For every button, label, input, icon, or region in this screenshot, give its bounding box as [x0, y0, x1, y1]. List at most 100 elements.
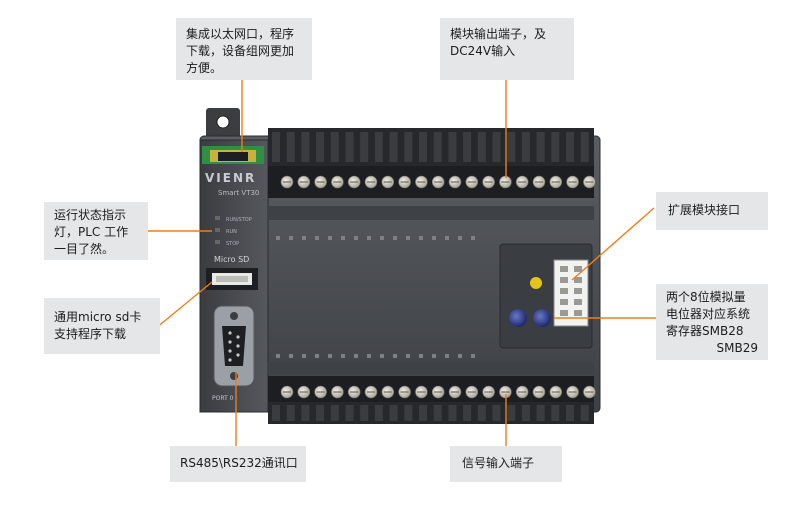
db9-serial-port	[213, 305, 255, 387]
callout-ethernet-line-1: 集成以太网口，程序	[186, 27, 295, 41]
port-label: PORT 0	[212, 395, 234, 402]
cover-rib	[404, 405, 413, 421]
io-led	[315, 354, 319, 358]
io-led	[458, 236, 462, 240]
cover-rib	[448, 405, 457, 421]
callout-serial-line-1: RS485\RS232通讯口	[180, 456, 298, 470]
callout-pot-line-4: SMB29	[716, 341, 758, 355]
callout-output-line-1: 模块输出端子，及	[450, 27, 547, 41]
expansion-pin	[574, 277, 582, 283]
cover-rib	[330, 405, 339, 421]
cover-rib	[404, 132, 413, 162]
io-led	[445, 236, 449, 240]
cover-rib	[477, 405, 486, 421]
io-led	[471, 354, 475, 358]
cover-rib	[448, 132, 457, 162]
io-label-bar	[268, 206, 594, 220]
cover-rib	[316, 132, 325, 162]
expansion-pin	[560, 299, 568, 305]
io-led	[458, 354, 462, 358]
io-led	[406, 354, 410, 358]
expansion-pin	[560, 310, 568, 316]
callout-ethernet-line-2: 下载，设备组网更加	[186, 44, 295, 58]
callout-pot-line-3: 寄存器SMB28	[666, 324, 744, 338]
expansion-pin	[574, 299, 582, 305]
io-led	[302, 236, 306, 240]
cover-rib	[507, 132, 516, 162]
cover-rib	[566, 132, 574, 162]
cover-rib	[316, 405, 325, 421]
io-led	[341, 236, 345, 240]
callout-micro-sd: 通用micro sd卡 支持程序下载	[44, 298, 160, 354]
cover-rib	[521, 132, 530, 162]
callout-expansion: 扩展模块接口	[656, 192, 768, 230]
status-led-panel: RUN/STOP RUN STOP	[215, 216, 252, 247]
cover-rib	[551, 405, 560, 421]
cover-rib	[374, 405, 383, 421]
callout-output-terminals: 模块输出端子，及 DC24V输入	[440, 18, 574, 80]
callout-ethernet: 集成以太网口，程序 下载，设备组网更加 方便。	[176, 18, 312, 80]
cover-rib	[580, 405, 589, 421]
callout-input-terminals: 信号输入端子	[450, 446, 562, 482]
io-led	[315, 236, 319, 240]
io-led	[432, 354, 436, 358]
io-led	[276, 354, 280, 358]
cover-rib	[463, 132, 472, 162]
io-led	[393, 354, 397, 358]
io-led	[302, 354, 306, 358]
callout-serial-port: RS485\RS232通讯口	[170, 446, 306, 482]
expansion-pin	[560, 266, 568, 272]
io-led	[419, 236, 423, 240]
cover-rib	[330, 132, 339, 162]
cover-rib	[301, 132, 310, 162]
cover-rib	[463, 405, 472, 421]
cover-rib	[389, 405, 398, 421]
cover-rib	[345, 405, 354, 421]
io-led	[354, 236, 358, 240]
cover-rib	[477, 132, 486, 162]
callout-pot-line-1: 两个8位模拟量	[666, 290, 746, 304]
callout-output-line-2: DC24V输入	[450, 44, 516, 58]
io-led	[289, 354, 293, 358]
io-led	[276, 236, 280, 240]
cover-rib	[580, 132, 589, 162]
expansion-pin	[574, 266, 582, 272]
callout-sd-line-1: 通用micro sd卡	[54, 310, 142, 324]
cover-rib	[360, 405, 369, 421]
led-label-run: RUN	[226, 229, 237, 235]
callout-potentiometer: 两个8位模拟量 电位器对应系统 寄存器SMB28 SMB29	[656, 284, 768, 360]
cover-rib	[536, 405, 545, 421]
model-label: Smart VT30	[218, 189, 259, 197]
ethernet-port	[202, 146, 264, 164]
cover-rib	[272, 405, 280, 421]
cover-rib	[536, 132, 545, 162]
callout-status-line-3: 一目了然。	[54, 242, 115, 256]
io-led	[289, 236, 293, 240]
cover-rib	[507, 405, 516, 421]
cover-rib	[551, 132, 560, 162]
io-led	[328, 236, 332, 240]
expansion-pin	[574, 310, 582, 316]
expansion-pin	[560, 277, 568, 283]
top-terminal-cover	[268, 128, 594, 166]
cover-rib	[301, 405, 310, 421]
cover-rib	[374, 132, 383, 162]
potentiometer-knob-0	[509, 309, 527, 327]
callout-pot-line-2: 电位器对应系统	[666, 307, 751, 321]
callout-input-line-1: 信号输入端子	[462, 456, 535, 470]
io-led	[380, 354, 384, 358]
io-led	[367, 354, 371, 358]
cover-rib	[566, 405, 574, 421]
leader-micro-sd	[155, 281, 213, 329]
led-label-runstop: RUN/STOP	[226, 217, 252, 223]
cover-rib	[492, 132, 501, 162]
callout-sd-line-2: 支持程序下载	[54, 327, 127, 341]
cover-rib	[360, 132, 369, 162]
led-label-stop: STOP	[226, 241, 239, 247]
cover-rib	[433, 132, 442, 162]
callout-status-line-1: 运行状态指示	[54, 208, 127, 222]
cover-rib	[492, 405, 501, 421]
cover-rib	[345, 132, 354, 162]
